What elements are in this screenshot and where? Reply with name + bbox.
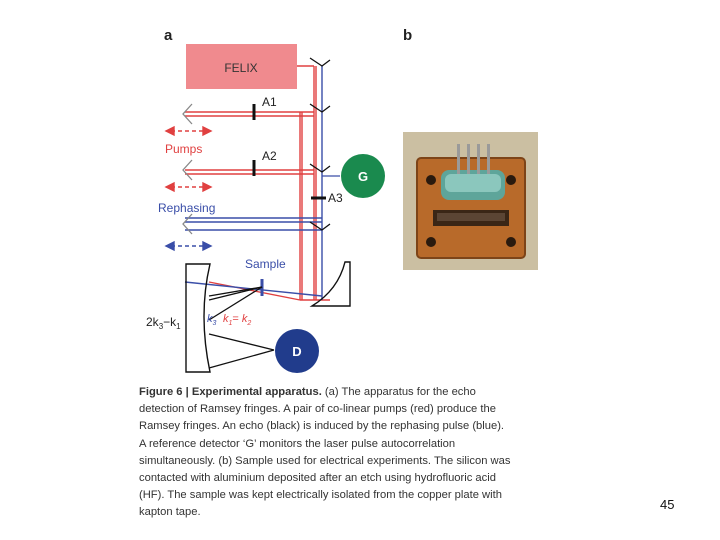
aperture-a2-label: A2	[262, 149, 277, 163]
detector-d	[275, 329, 319, 373]
rephasing-beams	[184, 66, 323, 300]
sample-label: Sample	[245, 257, 286, 271]
left-mirrors	[182, 103, 193, 235]
caption-line-1-text: (a) The apparatus for the echo	[321, 386, 476, 398]
felix-label: FELIX	[224, 61, 257, 75]
figure-caption: Figure 6 | Experimental apparatus. (a) T…	[139, 384, 551, 522]
caption-line-1: Figure 6 | Experimental apparatus. (a) T…	[139, 384, 551, 401]
felix-laser-box	[186, 44, 297, 89]
caption-line-4: A reference detector ‘G’ monitors the la…	[139, 437, 456, 450]
detector-g	[341, 154, 385, 198]
pumps-label: Pumps	[165, 142, 202, 156]
pump-arrows	[164, 125, 213, 193]
right-mirrors	[309, 57, 331, 231]
caption-line-2: detection of Ramsey fringes. A pair of c…	[139, 403, 496, 416]
caption-line-6: contacted with aluminium deposited after…	[139, 472, 496, 485]
panel-a-label: a	[164, 27, 173, 44]
left-parabolic-mirror	[185, 263, 211, 373]
caption-line-8: kapton tape.	[139, 506, 201, 519]
echo-wavevector-label: 2k3−k1	[146, 315, 181, 331]
detector-d-label: D	[292, 344, 301, 359]
caption-line-7: (HF). The sample was kept electrically i…	[139, 489, 502, 502]
rephasing-arrow	[164, 240, 213, 252]
caption-title: Figure 6 | Experimental apparatus.	[139, 386, 322, 398]
k1-k2-label: k1= k2	[223, 313, 251, 327]
copper-plate-sample-photo	[403, 132, 538, 270]
pump-beams	[185, 65, 330, 301]
apertures	[252, 104, 326, 200]
aperture-a3-label: A3	[328, 191, 343, 205]
caption-line-3: Ramsey fringes. An echo (black) is induc…	[139, 420, 505, 433]
panel-b-label: b	[403, 27, 413, 44]
detector-g-label: G	[358, 169, 368, 184]
echo-beams	[208, 286, 275, 369]
page-number: 45	[660, 497, 675, 512]
right-parabolic-mirror	[309, 261, 351, 307]
k3-label: k3	[207, 313, 217, 327]
rephasing-label: Rephasing	[158, 201, 215, 215]
caption-line-5: simultaneously. (b) Sample used for elec…	[139, 454, 511, 467]
aperture-a1-label: A1	[262, 95, 277, 109]
